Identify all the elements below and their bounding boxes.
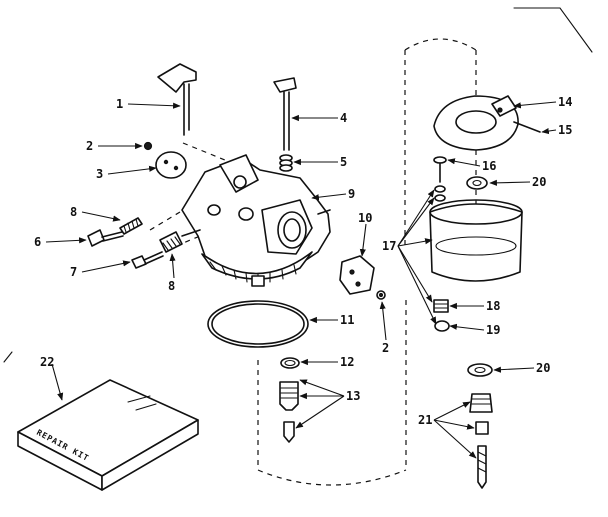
label-part-2: 2 bbox=[86, 139, 93, 153]
label-part-15: 15 bbox=[558, 123, 572, 137]
label-part-10: 10 bbox=[358, 211, 372, 225]
label-part-17: 17 bbox=[382, 239, 396, 253]
label-part-9: 9 bbox=[348, 187, 355, 201]
throttle-shaft bbox=[157, 63, 197, 136]
label-part-8: 8 bbox=[168, 279, 175, 293]
edge-arrow bbox=[3, 351, 13, 363]
idle-speed-screw bbox=[87, 229, 124, 247]
bowl-gasket bbox=[207, 300, 309, 348]
bowl-small-parts bbox=[433, 185, 450, 332]
label-part-8: 8 bbox=[70, 205, 77, 219]
plate-screw bbox=[376, 290, 386, 300]
label-part-4: 4 bbox=[340, 111, 347, 125]
label-part-2: 2 bbox=[382, 341, 389, 355]
float-bowl-pin bbox=[433, 156, 447, 183]
bowl-washer-upper bbox=[466, 176, 488, 190]
label-part-19: 19 bbox=[486, 323, 500, 337]
throttle-plate bbox=[155, 151, 187, 179]
label-part-22: 22 bbox=[40, 355, 54, 369]
fuel-inlet-plate bbox=[339, 255, 375, 295]
dashed-connector bbox=[182, 142, 226, 161]
choke-spring bbox=[279, 154, 293, 172]
corner-mark bbox=[513, 7, 593, 53]
label-part-3: 3 bbox=[96, 167, 103, 181]
leader-lines bbox=[45, 101, 557, 459]
seat-o-ring bbox=[280, 357, 300, 369]
label-part-20: 20 bbox=[536, 361, 550, 375]
float bbox=[433, 95, 519, 151]
label-part-6: 6 bbox=[34, 235, 41, 249]
label-part-20: 20 bbox=[532, 175, 546, 189]
choke-shaft bbox=[273, 77, 297, 151]
idle-mixture-needle bbox=[131, 251, 164, 269]
label-part-14: 14 bbox=[558, 95, 572, 109]
throttle-plate-screw bbox=[143, 141, 153, 151]
idle-needle-screw bbox=[119, 217, 143, 235]
part-labels: 1 2 3 4 5 8 6 7 8 9 10 2 11 12 13 14 15 … bbox=[34, 95, 572, 427]
bowl-nut-assembly bbox=[469, 393, 493, 489]
label-part-1: 1 bbox=[116, 97, 123, 111]
label-part-16: 16 bbox=[482, 159, 496, 173]
dashed-connector bbox=[149, 211, 181, 231]
fuel-bowl bbox=[429, 199, 523, 282]
label-part-21: 21 bbox=[418, 413, 432, 427]
label-part-12: 12 bbox=[340, 355, 354, 369]
carburetor-body bbox=[181, 154, 331, 287]
needle-spring bbox=[159, 231, 183, 253]
label-part-13: 13 bbox=[346, 389, 360, 403]
repair-kit-box: REPAIR KIT bbox=[17, 379, 199, 491]
label-part-11: 11 bbox=[340, 313, 354, 327]
label-part-5: 5 bbox=[340, 155, 347, 169]
float-pin bbox=[513, 121, 541, 133]
label-part-18: 18 bbox=[486, 299, 500, 313]
bowl-washer-lower bbox=[467, 363, 493, 377]
inlet-needle-seat bbox=[279, 381, 299, 443]
label-part-7: 7 bbox=[70, 265, 77, 279]
